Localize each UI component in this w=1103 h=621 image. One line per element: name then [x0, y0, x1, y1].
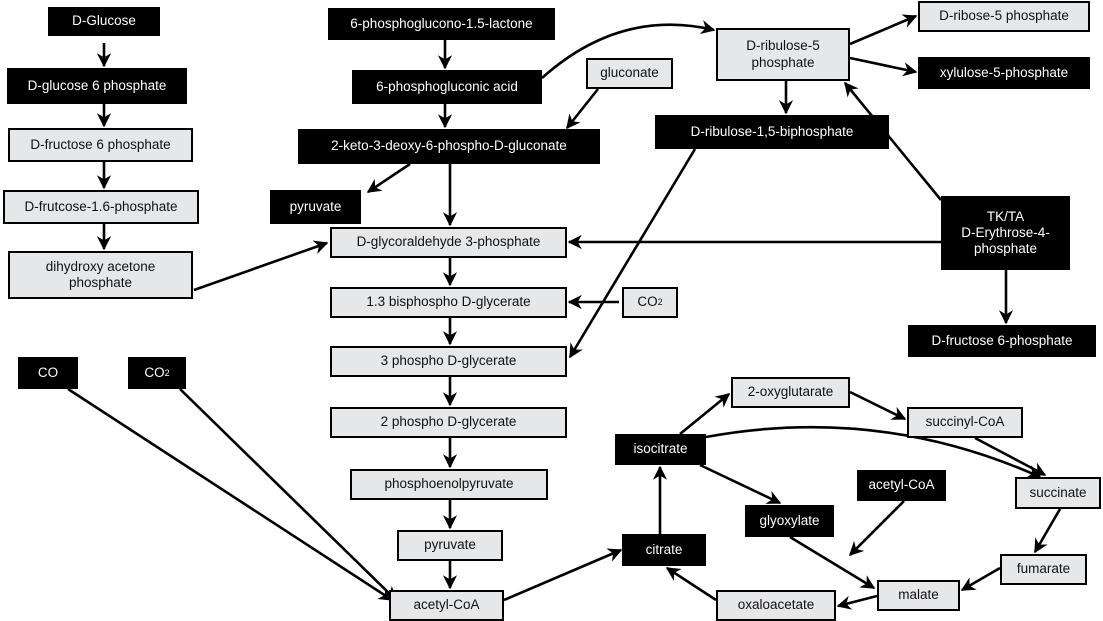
node-oxoglutarate: 2-oxyglutarate: [731, 377, 850, 408]
node-label: D-fructose 6 phosphate: [30, 136, 171, 152]
node-pyruvate-ed: pyruvate: [270, 190, 361, 224]
node-label: CO: [37, 364, 59, 380]
node-g3p: D-glycoraldehyde 3-phosphate: [330, 227, 567, 258]
arrow-isocitrate-to-oxoglutarate: [679, 392, 731, 436]
arrow-kdpg-to-pyruvate-ed: [366, 162, 411, 194]
arrow-co2-b-to-acetyl-coa: [179, 388, 398, 601]
node-label: D-ribulose-5 phosphate: [746, 38, 820, 70]
node-label: malate: [898, 587, 939, 603]
node-d-glucose-6p: D-glucose 6 phosphate: [7, 68, 187, 104]
node-label: phosphoenolpyruvate: [384, 476, 514, 492]
arrow-succinate-to-fumarate: [1033, 508, 1062, 554]
node-label-subscript: 2: [164, 367, 170, 378]
arrow-isocitrate-to-glyoxylate: [699, 463, 782, 505]
node-label: xylulose-5-phosphate: [939, 64, 1069, 80]
node-acetyl-coa: acetyl-CoA: [389, 590, 504, 621]
node-citrate: citrate: [622, 534, 706, 566]
arrow-acetyl-coa-gly-to-malate: [848, 500, 905, 557]
arrow-tkta-to-ru5p: [843, 81, 943, 201]
arrow-ru5p-to-r5p: [849, 14, 918, 46]
node-pg-lactone: 6-phosphoglucono-1.5-lactone: [328, 8, 555, 40]
node-label: glyoxylate: [759, 512, 820, 528]
node-pg2: 2 phospho D-glycerate: [330, 407, 567, 438]
arrow-acetyl-coa-to-citrate: [503, 548, 623, 602]
node-label-subscript: 2: [657, 297, 663, 308]
arrow-fumarate-to-malate: [960, 566, 1001, 592]
node-glyoxylate: glyoxylate: [745, 505, 834, 537]
node-label: pyruvate: [289, 198, 342, 214]
node-label: 6-phosphogluconic acid: [376, 78, 518, 94]
node-dhap: dihydroxy acetone phosphate: [8, 251, 193, 299]
node-label: gluconate: [600, 65, 659, 81]
arrow-rubp-to-pg3: [568, 148, 697, 359]
node-fumarate: fumarate: [1000, 554, 1087, 585]
node-label: D-glucose 6 phosphate: [27, 77, 167, 93]
node-succinate: succinate: [1015, 477, 1101, 509]
node-label: dihydroxy acetone phosphate: [45, 258, 156, 290]
node-pg3: 3 phospho D-glycerate: [330, 346, 567, 377]
arrow-gluconate-to-kdpg: [565, 88, 600, 130]
node-label: 3 phospho D-glycerate: [380, 353, 517, 369]
node-label: 6-phosphoglucono-1.5-lactone: [350, 15, 533, 31]
node-label: D-fructose 6-phosphate: [931, 332, 1073, 348]
node-label: CO: [637, 294, 658, 310]
node-label: acetyl-CoA: [868, 477, 935, 493]
arrow-isocitrate-to-succinate: [705, 425, 1042, 479]
node-label: 2-keto-3-deoxy-6-phospho-D-gluconate: [331, 138, 567, 154]
node-d-fructose-6p-ppp: D-fructose 6-phosphate: [908, 325, 1096, 357]
node-label: D-ribulose-1,5-biphosphate: [690, 123, 854, 139]
node-acetyl-coa-gly: acetyl-CoA: [857, 470, 946, 501]
node-label: D-ribose-5 phosphate: [939, 8, 1069, 24]
node-succinyl-coa: succinyl-CoA: [907, 407, 1023, 438]
arrow-glyoxylate-to-malate: [789, 535, 876, 590]
node-label: oxaloacetate: [737, 597, 815, 613]
node-xu5p: xylulose-5-phosphate: [918, 57, 1090, 89]
node-tkta: TK/TA D-Erythrose-4- phosphate: [941, 196, 1070, 270]
node-label: succinate: [1029, 484, 1087, 500]
node-label: CO: [144, 364, 165, 380]
node-label: 1.3 bisphospho D-glycerate: [366, 294, 531, 310]
node-pep: phosphoenolpyruvate: [350, 469, 548, 500]
arrow-malate-to-oxaloacetate: [836, 594, 878, 610]
arrow-co-to-acetyl-coa: [67, 387, 394, 602]
node-co: CO: [18, 357, 78, 389]
node-label: 2-oxyglutarate: [747, 384, 834, 400]
node-d-fructose-6p-glyc: D-fructose 6 phosphate: [8, 128, 193, 162]
node-oxaloacetate: oxaloacetate: [716, 590, 836, 621]
node-d-fructose-16bp: D-frutcose-1.6-phosphate: [3, 190, 199, 224]
node-bpg: 1.3 bisphospho D-glycerate: [330, 287, 567, 318]
arrow-pg-acid-to-ru5p: [541, 20, 716, 79]
node-kdpg: 2-keto-3-deoxy-6-phospho-D-gluconate: [298, 129, 600, 164]
node-malate: malate: [877, 580, 960, 611]
node-label: D-glycoraldehyde 3-phosphate: [356, 234, 541, 250]
arrow-oxaloacetate-to-citrate: [665, 566, 717, 602]
node-label: D-frutcose-1.6-phosphate: [24, 198, 178, 214]
node-pyruvate: pyruvate: [397, 530, 503, 561]
node-label: 2 phospho D-glycerate: [380, 414, 517, 430]
node-isocitrate: isocitrate: [615, 434, 706, 465]
arrow-ru5p-to-xu5p: [849, 56, 918, 77]
node-label: isocitrate: [633, 441, 688, 457]
node-d-glucose: D-Glucose: [48, 7, 160, 36]
node-pg-acid: 6-phosphogluconic acid: [352, 70, 542, 104]
node-gluconate: gluconate: [586, 58, 673, 89]
node-label: fumarate: [1016, 561, 1071, 577]
node-label: pyruvate: [424, 537, 476, 553]
node-label: TK/TA D-Erythrose-4- phosphate: [961, 208, 1050, 257]
node-label: citrate: [645, 541, 683, 557]
node-label: succinyl-CoA: [925, 414, 1005, 430]
arrow-dhap-to-g3p: [193, 240, 329, 292]
node-ru5p: D-ribulose-5 phosphate: [716, 28, 850, 81]
node-rubp: D-ribulose-1,5-biphosphate: [655, 115, 889, 149]
node-label: D-Glucose: [72, 13, 136, 29]
node-r5p: D-ribose-5 phosphate: [918, 1, 1090, 32]
node-label: acetyl-CoA: [413, 597, 480, 613]
arrow-oxoglutarate-to-succinyl-coa: [849, 390, 907, 421]
